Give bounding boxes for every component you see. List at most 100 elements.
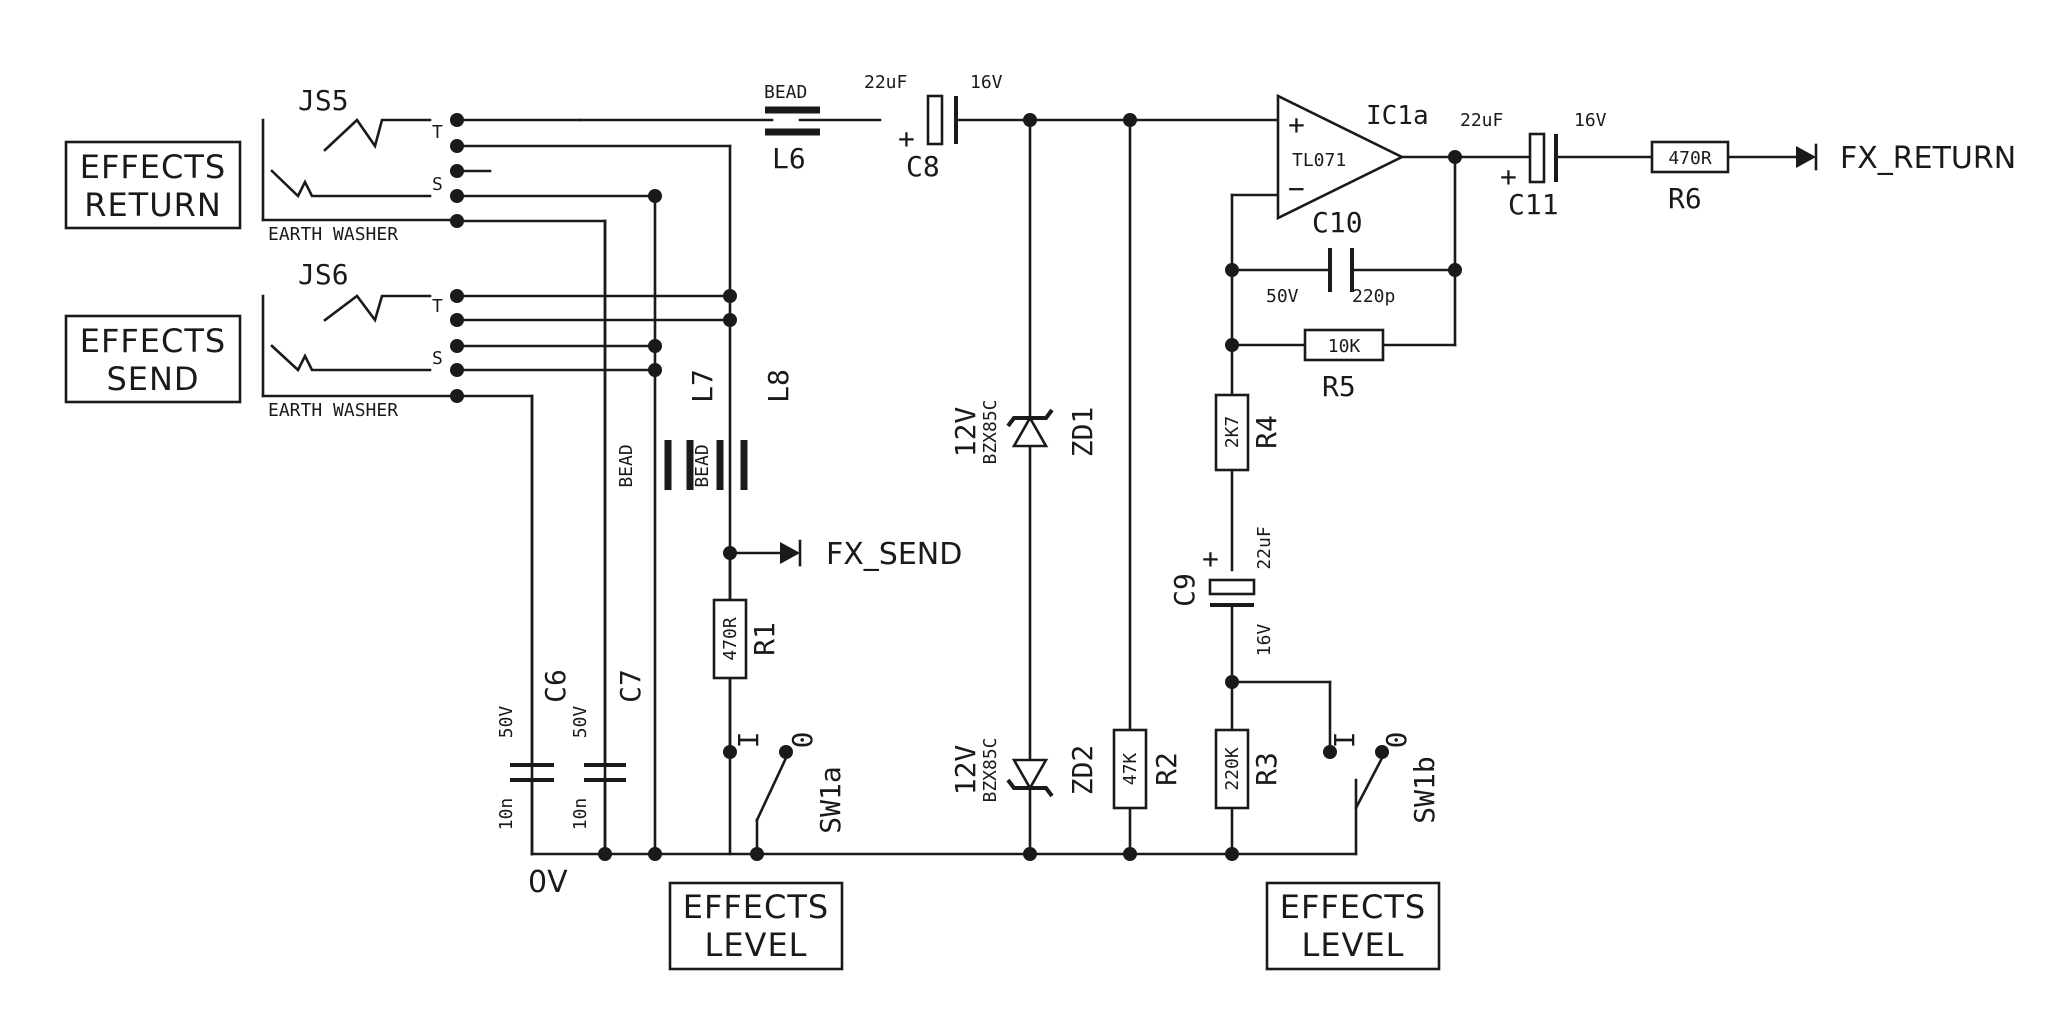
resistor-r6: 470R R6 xyxy=(1650,140,1730,215)
svg-text:C11: C11 xyxy=(1508,188,1559,221)
svg-text:16V: 16V xyxy=(1254,624,1275,657)
svg-text:L6: L6 xyxy=(772,142,806,175)
svg-text:EFFECTS: EFFECTS xyxy=(80,322,226,360)
svg-text:JS5: JS5 xyxy=(298,84,349,117)
resistor-r2: 47K R2 xyxy=(1112,728,1183,810)
svg-text:22uF: 22uF xyxy=(1254,526,1275,569)
svg-text:R2: R2 xyxy=(1150,752,1183,786)
svg-text:SEND: SEND xyxy=(106,360,199,398)
svg-text:22uF: 22uF xyxy=(1460,110,1503,131)
ground-label: 0V xyxy=(528,865,568,900)
svg-text:FX_SEND: FX_SEND xyxy=(826,537,962,572)
svg-text:0: 0 xyxy=(786,732,819,749)
net-fx-return: FX_RETURN xyxy=(1796,141,2016,176)
junction-dots xyxy=(450,113,1462,861)
bead-l7: BEAD L7 xyxy=(616,369,719,490)
svg-text:16V: 16V xyxy=(1574,110,1607,131)
svg-text:+: + xyxy=(1500,160,1517,193)
svg-text:EARTH WASHER: EARTH WASHER xyxy=(268,400,398,421)
jack-js5: JS5 T S EARTH WASHER xyxy=(268,84,443,245)
switch-sw1b: I 0 SW1b xyxy=(1328,732,1441,824)
svg-text:BZX85C: BZX85C xyxy=(980,737,1001,802)
svg-text:10K: 10K xyxy=(1328,336,1361,357)
svg-text:+: + xyxy=(1202,542,1219,575)
resistor-r3: 220K R3 xyxy=(1214,728,1283,810)
svg-text:50V: 50V xyxy=(570,706,591,739)
bead-l8: BEAD L8 xyxy=(692,369,795,490)
capacitor-c8: 22uF 16V + C8 xyxy=(864,72,1003,183)
svg-text:T: T xyxy=(432,296,443,317)
capacitor-c9: + C9 22uF 16V xyxy=(1168,526,1275,656)
svg-text:47K: 47K xyxy=(1120,753,1141,786)
effects-level-box-a: EFFECTS LEVEL xyxy=(668,881,844,971)
zener-zd2: 12V BZX85C ZD2 xyxy=(949,737,1099,802)
svg-text:R1: R1 xyxy=(748,622,781,656)
effects-send-box: EFFECTS SEND xyxy=(64,314,242,404)
svg-text:C9: C9 xyxy=(1168,573,1201,607)
svg-text:2K7: 2K7 xyxy=(1222,416,1243,449)
svg-text:I: I xyxy=(732,732,765,749)
svg-text:L7: L7 xyxy=(686,369,719,403)
switch-sw1a: I 0 SW1a xyxy=(732,732,847,834)
svg-text:BZX85C: BZX85C xyxy=(980,399,1001,464)
svg-text:RETURN: RETURN xyxy=(84,186,222,224)
svg-text:ZD1: ZD1 xyxy=(1066,407,1099,458)
svg-text:ZD2: ZD2 xyxy=(1066,745,1099,796)
svg-text:−: − xyxy=(1288,172,1305,205)
svg-text:L8: L8 xyxy=(762,369,795,403)
svg-text:EFFECTS: EFFECTS xyxy=(683,888,829,926)
svg-text:JS6: JS6 xyxy=(298,258,349,291)
net-fx-send: FX_SEND xyxy=(780,537,962,572)
svg-text:LEVEL: LEVEL xyxy=(1302,926,1405,964)
svg-text:50V: 50V xyxy=(1266,286,1299,307)
svg-text:R6: R6 xyxy=(1668,182,1702,215)
capacitor-c11: 22uF 16V + C11 xyxy=(1460,110,1607,221)
svg-text:10n: 10n xyxy=(570,798,591,831)
svg-text:BEAD: BEAD xyxy=(764,82,807,103)
svg-text:SW1a: SW1a xyxy=(814,766,847,833)
svg-text:SW1b: SW1b xyxy=(1408,756,1441,823)
svg-text:R3: R3 xyxy=(1250,752,1283,786)
svg-text:50V: 50V xyxy=(496,706,517,739)
svg-text:220p: 220p xyxy=(1352,286,1395,307)
resistor-r4: 2K7 R4 xyxy=(1214,393,1283,472)
svg-text:FX_RETURN: FX_RETURN xyxy=(1840,141,2016,176)
svg-text:22uF: 22uF xyxy=(864,72,907,93)
svg-text:R5: R5 xyxy=(1322,370,1356,403)
svg-text:12V: 12V xyxy=(949,407,982,458)
opamp-ic1a: + − TL071 IC1a xyxy=(1276,93,1429,221)
zener-zd1: 12V BZX85C ZD1 xyxy=(949,399,1099,464)
svg-text:BEAD: BEAD xyxy=(692,444,713,487)
svg-text:EARTH WASHER: EARTH WASHER xyxy=(268,224,398,245)
svg-text:+: + xyxy=(898,122,915,155)
effects-level-box-b: EFFECTS LEVEL xyxy=(1265,881,1441,971)
svg-text:EFFECTS: EFFECTS xyxy=(80,148,226,186)
capacitor-c6: 50V 10n C6 xyxy=(496,394,572,856)
svg-text:BEAD: BEAD xyxy=(616,444,637,487)
svg-text:IC1a: IC1a xyxy=(1366,101,1429,131)
svg-text:10n: 10n xyxy=(496,798,517,831)
svg-text:16V: 16V xyxy=(970,72,1003,93)
svg-text:LEVEL: LEVEL xyxy=(705,926,808,964)
jack-js6: JS6 T S EARTH WASHER xyxy=(268,258,443,421)
svg-text:I: I xyxy=(1328,732,1361,749)
svg-text:470R: 470R xyxy=(1668,148,1712,169)
resistor-r1: 470R R1 xyxy=(712,598,781,680)
svg-text:S: S xyxy=(432,348,443,369)
wiring xyxy=(261,118,1814,856)
effects-return-box: EFFECTS RETURN xyxy=(64,140,242,230)
svg-text:T: T xyxy=(432,122,443,143)
svg-text:EFFECTS: EFFECTS xyxy=(1280,888,1426,926)
svg-text:C6: C6 xyxy=(539,669,572,703)
bead-l6: BEAD L6 xyxy=(764,82,820,175)
resistor-r5: 10K R5 xyxy=(1303,328,1385,403)
svg-text:220K: 220K xyxy=(1222,747,1243,791)
svg-text:12V: 12V xyxy=(949,745,982,796)
svg-text:C10: C10 xyxy=(1312,206,1363,239)
capacitor-c10: C10 50V 220p xyxy=(1266,206,1395,307)
svg-text:470R: 470R xyxy=(720,617,741,661)
svg-text:0V: 0V xyxy=(528,865,568,900)
svg-text:+: + xyxy=(1288,108,1305,141)
svg-text:C7: C7 xyxy=(614,669,647,703)
